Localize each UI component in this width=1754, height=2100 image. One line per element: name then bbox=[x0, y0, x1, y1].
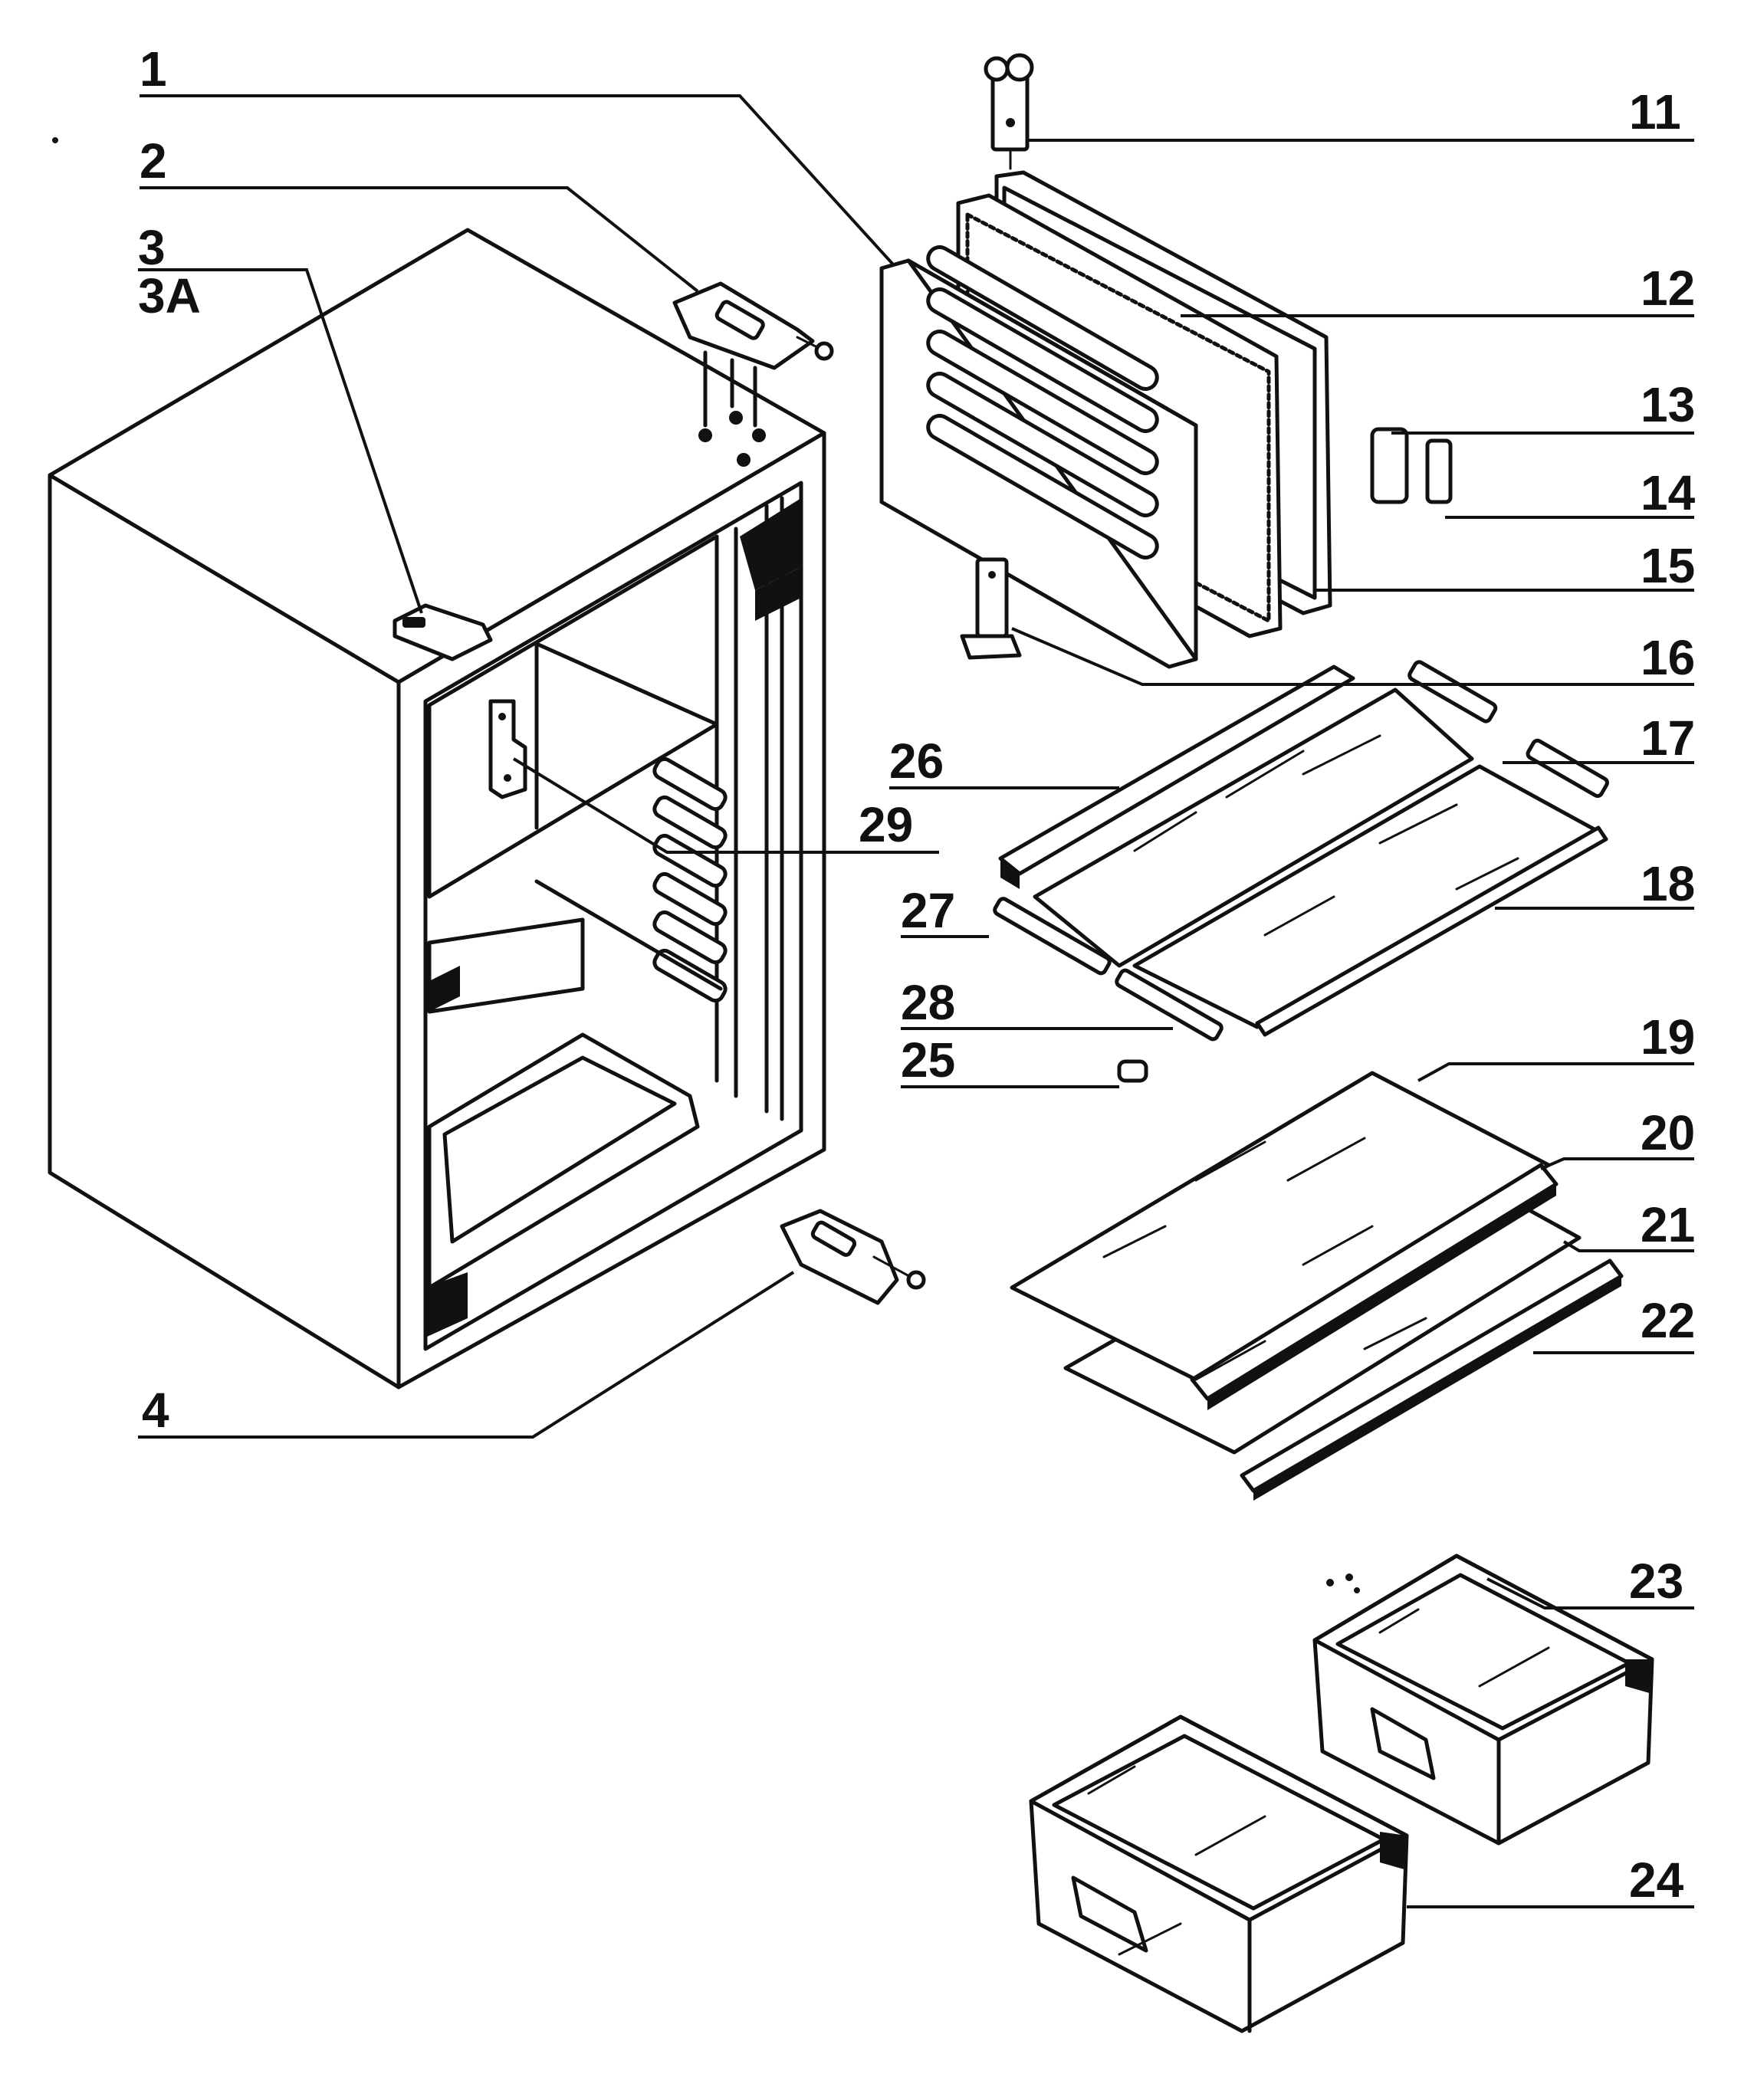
svg-text:20: 20 bbox=[1641, 1105, 1695, 1160]
callout-20: 20 bbox=[1540, 1105, 1695, 1170]
callout-21: 21 bbox=[1562, 1197, 1695, 1252]
callout-26: 26 bbox=[889, 733, 1119, 789]
svg-text:21: 21 bbox=[1641, 1197, 1695, 1252]
svg-text:3: 3 bbox=[138, 220, 166, 275]
callout-15: 15 bbox=[1315, 538, 1695, 593]
hinge-plug-bracket bbox=[393, 603, 493, 661]
svg-text:15: 15 bbox=[1641, 538, 1695, 593]
callout-4: 4 bbox=[138, 1271, 795, 1439]
callout-18: 18 bbox=[1495, 856, 1695, 911]
glass-reflection-marks bbox=[1133, 734, 1519, 937]
callout-27: 27 bbox=[901, 883, 989, 938]
handle-cover bbox=[1425, 438, 1453, 504]
door-handle bbox=[1370, 427, 1409, 504]
svg-text:26: 26 bbox=[889, 733, 944, 789]
svg-text:23: 23 bbox=[1629, 1554, 1683, 1609]
svg-text:16: 16 bbox=[1641, 630, 1695, 685]
callout-24: 24 bbox=[1407, 1852, 1694, 1908]
svg-text:18: 18 bbox=[1641, 856, 1695, 911]
svg-text:14: 14 bbox=[1641, 465, 1696, 520]
upper-door-hinge bbox=[984, 53, 1034, 170]
callout-12: 12 bbox=[1181, 261, 1695, 317]
svg-text:29: 29 bbox=[859, 797, 913, 852]
svg-text:19: 19 bbox=[1641, 1009, 1695, 1065]
svg-text:27: 27 bbox=[901, 883, 955, 938]
top-hinge bbox=[672, 281, 834, 428]
lower-door-hinge bbox=[960, 557, 1022, 660]
crisper-bin-front bbox=[1029, 1714, 1409, 2033]
callout-14: 14 bbox=[1445, 465, 1696, 520]
callout-1: 1 bbox=[140, 41, 895, 266]
svg-text:2: 2 bbox=[140, 133, 167, 189]
crisper-bin-rear bbox=[1312, 1554, 1654, 1846]
freezer-door-assembly bbox=[879, 53, 1453, 669]
callout-17: 17 bbox=[1503, 710, 1695, 766]
svg-text:11: 11 bbox=[1629, 84, 1681, 139]
shelf-stud bbox=[1117, 1059, 1148, 1083]
shelf-rails bbox=[534, 756, 728, 1003]
callout-23: 23 bbox=[1486, 1554, 1694, 1609]
callout-13: 13 bbox=[1391, 377, 1695, 435]
glass-shelf-assembly-upper bbox=[993, 660, 1609, 1083]
svg-text:25: 25 bbox=[901, 1032, 955, 1088]
door-panel-ribs bbox=[926, 245, 1159, 559]
callout-16: 16 bbox=[1011, 627, 1695, 686]
callout-19: 19 bbox=[1417, 1009, 1695, 1082]
svg-text:17: 17 bbox=[1641, 710, 1695, 766]
callout-28: 28 bbox=[901, 975, 1173, 1030]
refrigerator-cabinet bbox=[48, 228, 826, 1390]
svg-text:22: 22 bbox=[1641, 1293, 1695, 1348]
glass-shelf-assembly-lower bbox=[1010, 1071, 1624, 1501]
svg-text:28: 28 bbox=[901, 975, 955, 1030]
svg-text:4: 4 bbox=[142, 1383, 169, 1438]
callout-11: 11 bbox=[1027, 84, 1694, 142]
callout-25: 25 bbox=[901, 1032, 1119, 1088]
svg-text:13: 13 bbox=[1641, 377, 1695, 432]
callout-29: 29 bbox=[512, 757, 939, 854]
bottom-hinge bbox=[780, 1209, 926, 1305]
callout-2: 2 bbox=[140, 133, 699, 293]
callout-22: 22 bbox=[1533, 1293, 1695, 1354]
glass-reflection-marks-lower bbox=[1102, 1137, 1427, 1381]
svg-text:1: 1 bbox=[140, 41, 167, 97]
svg-text:24: 24 bbox=[1629, 1852, 1684, 1908]
callout-3: 3 3A bbox=[138, 220, 423, 614]
svg-text:12: 12 bbox=[1641, 261, 1695, 316]
svg-text:3A: 3A bbox=[138, 268, 201, 323]
